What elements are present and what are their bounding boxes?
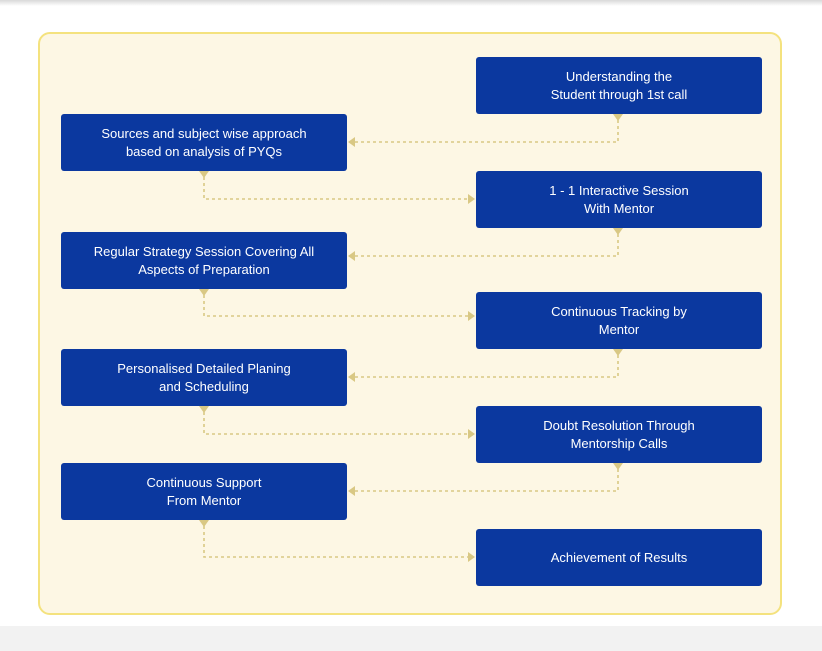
top-edge-shadow — [0, 0, 822, 6]
connector-start-7 — [613, 463, 623, 470]
connector-start-5 — [613, 349, 623, 356]
connector-start-8 — [199, 520, 209, 527]
connector-1-2 — [350, 114, 619, 143]
connector-6-7 — [203, 406, 473, 435]
arrowhead-8 — [348, 486, 355, 496]
step-5-continuous-tracking: Continuous Tracking by Mentor — [476, 292, 762, 349]
arrowhead-6 — [348, 372, 355, 382]
connector-start-2 — [199, 171, 209, 178]
connector-start-1 — [613, 114, 623, 121]
connector-start-3 — [613, 228, 623, 235]
connector-start-6 — [199, 406, 209, 413]
step-7-doubt-resolution: Doubt Resolution Through Mentorship Call… — [476, 406, 762, 463]
step-1-understanding-student: Understanding the Student through 1st ca… — [476, 57, 762, 114]
step-2-sources-approach: Sources and subject wise approach based … — [61, 114, 347, 171]
connector-7-8 — [350, 463, 619, 492]
connector-3-4 — [350, 228, 619, 257]
connector-4-5 — [203, 289, 473, 317]
arrowhead-2 — [348, 137, 355, 147]
step-6-planning-scheduling: Personalised Detailed Planing and Schedu… — [61, 349, 347, 406]
step-3-interactive-session: 1 - 1 Interactive Session With Mentor — [476, 171, 762, 228]
arrowhead-5 — [468, 311, 475, 321]
arrowhead-7 — [468, 429, 475, 439]
connector-start-4 — [199, 289, 209, 296]
bottom-band — [0, 626, 822, 651]
connector-2-3 — [203, 171, 473, 200]
step-4-strategy-session: Regular Strategy Session Covering All As… — [61, 232, 347, 289]
step-8-continuous-support: Continuous Support From Mentor — [61, 463, 347, 520]
step-9-achievement: Achievement of Results — [476, 529, 762, 586]
arrowhead-4 — [348, 251, 355, 261]
arrowhead-3 — [468, 194, 475, 204]
connector-8-9 — [203, 520, 473, 558]
connector-5-6 — [350, 349, 619, 378]
arrowhead-9 — [468, 552, 475, 562]
